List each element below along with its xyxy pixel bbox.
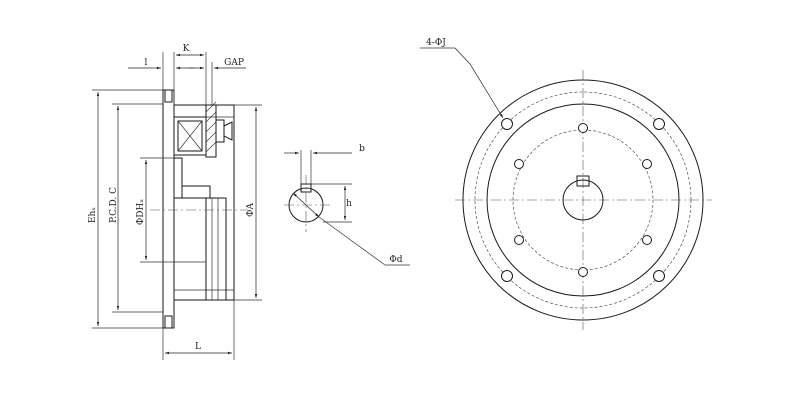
flange-bottom-lug [164,315,173,329]
label-holes: 4-ΦJ [426,38,446,48]
label-a: ΦA [246,203,256,217]
label-pcd: P.C.D. C [109,187,119,223]
label-k: K [183,44,190,54]
label-b: b [359,144,365,154]
label-gap: GAP [224,58,244,68]
armature-plate [205,104,217,158]
bolt-hole [642,159,652,169]
friction-disc [205,197,227,301]
hatch-top [205,101,217,153]
bolt-hole [578,123,588,133]
flange-plate [162,89,175,329]
leader-holes [454,47,504,119]
label-l-top: l [145,58,148,68]
label-d: Φd [389,255,402,265]
dim-d [292,192,320,218]
bolt-hole [514,235,524,245]
flange-top-lug [164,89,173,103]
label-h: h [346,199,352,209]
mounting-hole [501,270,513,282]
mounting-hole [501,118,513,130]
mounting-hole [653,118,665,130]
shaft-view: b h Φd [284,144,410,266]
bolt-hole [642,235,652,245]
mounting-hole [653,270,665,282]
label-l-bottom: L [195,342,201,352]
rotor-hub [173,157,183,199]
center-bore [562,179,604,221]
armature-lug [215,119,225,143]
side-view: Ehₓ P.C.D. C ΦDHₓ ΦA l K GAP L [88,44,262,360]
front-view: 4-ΦJ [420,38,712,330]
label-e: Ehₓ [88,207,98,223]
hub-collar [181,185,211,199]
label-dh: ΦDHₓ [136,199,146,225]
bolt-hole [578,267,588,277]
center-keyway [576,175,590,187]
bolt-hole [514,159,524,169]
housing-body [173,104,235,301]
